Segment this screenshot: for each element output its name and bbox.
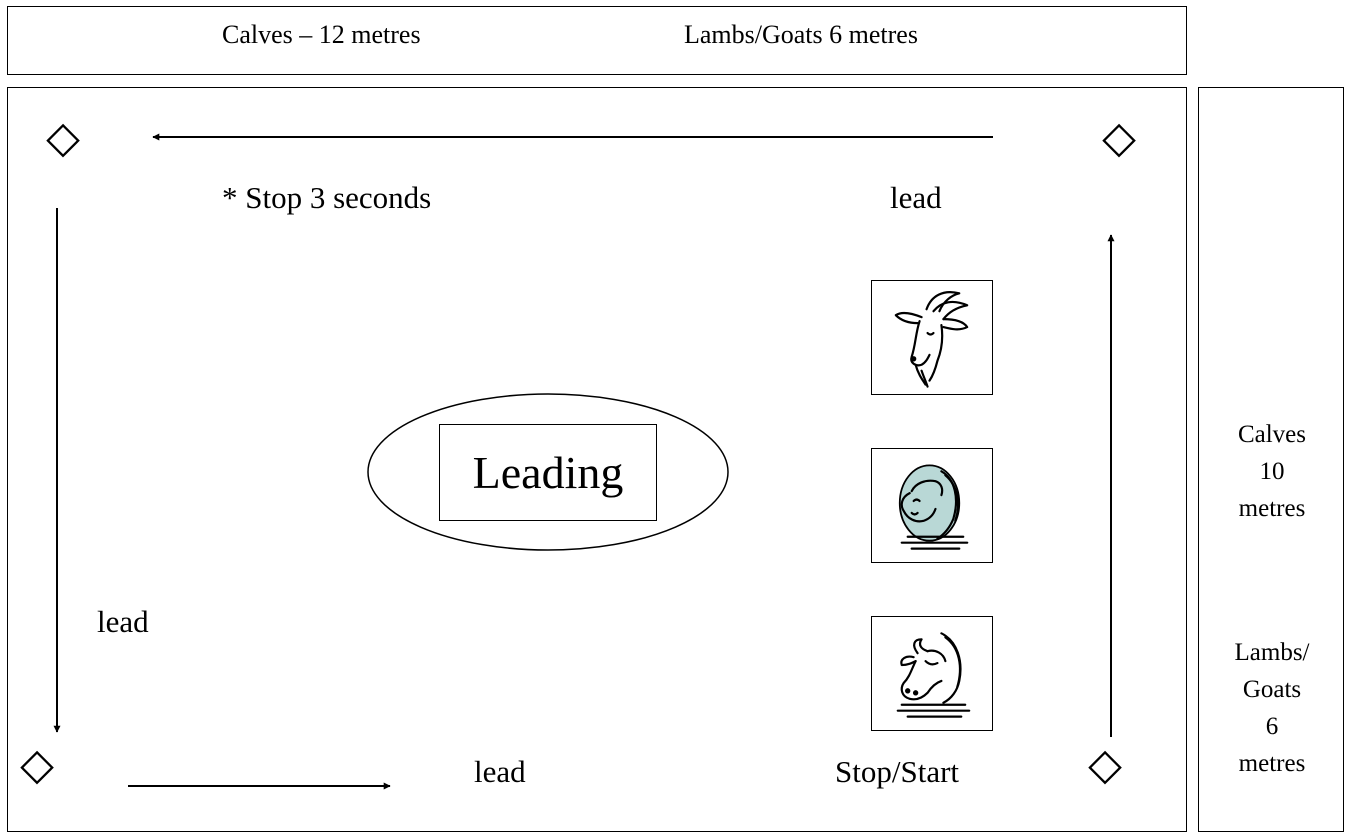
leading-title-box: Leading — [439, 424, 657, 521]
side-calves-line: Calves — [1237, 421, 1307, 448]
corner-marker-top-right: ◇ — [1102, 112, 1136, 163]
stop-three-seconds-label: * Stop 3 seconds — [222, 180, 432, 215]
side-lambs-line: Lambs/ — [1234, 639, 1310, 666]
side-lambs-line: 6 — [1265, 713, 1279, 740]
top-calves-distance: Calves – 12 metres — [222, 20, 421, 49]
cow-head-icon — [896, 632, 971, 718]
side-calves-distance: Calves 10 metres — [1199, 416, 1345, 527]
goat-head-icon — [894, 291, 969, 388]
lead-label-bottom: lead — [474, 754, 526, 789]
side-calves-line: metres — [1238, 495, 1306, 522]
leading-title: Leading — [472, 447, 624, 498]
goat-icon-frame — [871, 280, 993, 395]
corner-marker-bottom-left: ◇ — [20, 739, 54, 790]
corner-marker-top-left: ◇ — [46, 112, 80, 163]
lead-label-left: lead — [97, 604, 149, 639]
side-lambs-line: Goats — [1242, 676, 1302, 703]
side-lambs-line: metres — [1238, 750, 1306, 777]
side-calves-line: 10 — [1259, 458, 1285, 485]
top-lambs-goats-distance: Lambs/Goats 6 metres — [684, 20, 918, 49]
sheep-icon-frame — [871, 448, 993, 563]
side-lambs-goats-distance: Lambs/ Goats 6 metres — [1199, 634, 1345, 782]
side-distance-box: Calves 10 metres Lambs/ Goats 6 metres — [1198, 87, 1344, 832]
top-distance-box — [7, 6, 1187, 75]
sheep-head-icon — [898, 464, 969, 550]
lead-label-top-right: lead — [890, 180, 942, 215]
stop-start-label: Stop/Start — [835, 754, 960, 789]
leading-ellipse — [367, 393, 729, 551]
corner-marker-bottom-right: ◇ — [1088, 739, 1122, 790]
cow-icon-frame — [871, 616, 993, 731]
